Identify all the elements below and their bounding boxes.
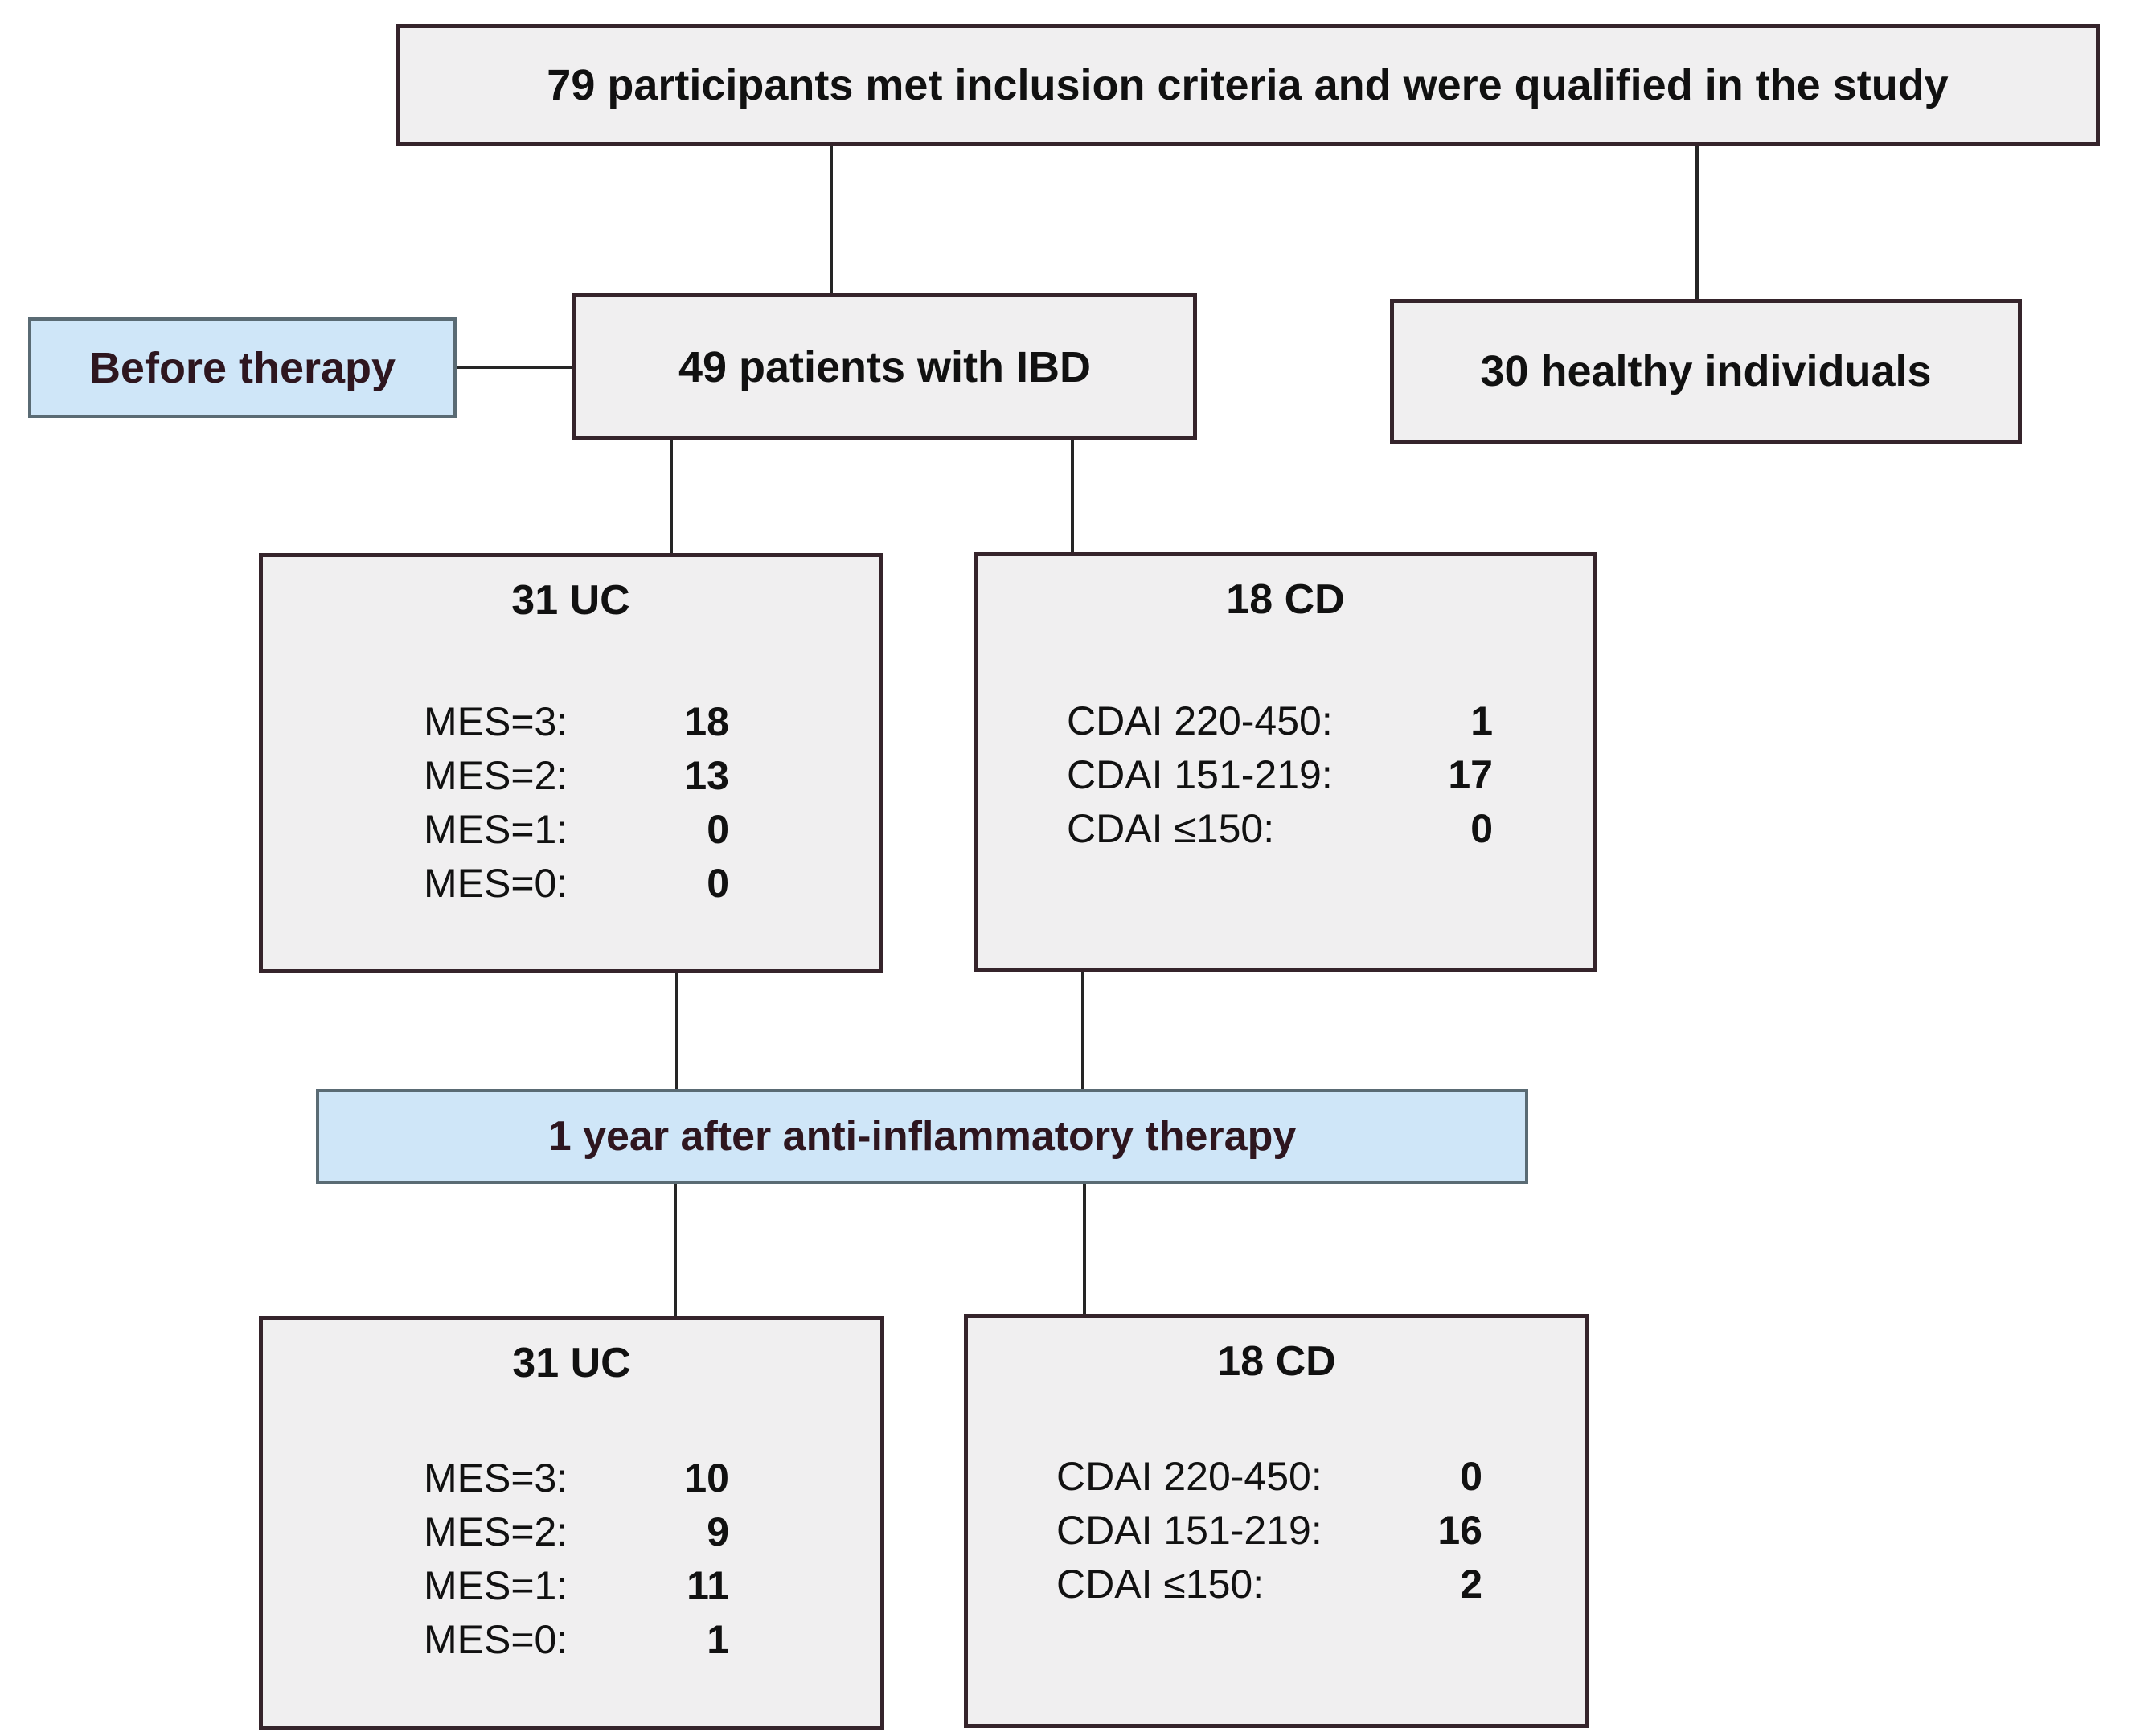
stat-label: MES=3: bbox=[424, 1456, 568, 1501]
stat-value: 16 bbox=[1437, 1508, 1482, 1553]
after-therapy-bar: 1 year after anti-inflammatory therapy bbox=[316, 1089, 1528, 1184]
cd-after-box: 18 CD CDAI 220-450: 0 CDAI 151-219: 16 C… bbox=[964, 1314, 1589, 1728]
participants-box: 79 participants met inclusion criteria a… bbox=[396, 24, 2100, 146]
stat-row: MES=3: 10 bbox=[424, 1451, 729, 1505]
cd-after-title: 18 CD bbox=[1217, 1338, 1336, 1385]
connector-top-to-ibd bbox=[830, 146, 833, 295]
uc-before-box: 31 UC MES=3: 18 MES=2: 13 MES=1: 0 MES=0… bbox=[259, 553, 883, 973]
connector-bar-to-cd-after bbox=[1083, 1182, 1086, 1316]
stat-label: CDAI 151-219: bbox=[1056, 1508, 1322, 1553]
stat-value: 9 bbox=[707, 1509, 729, 1554]
connector-before-to-ibd bbox=[455, 366, 574, 369]
stat-row: CDAI 220-450: 1 bbox=[1067, 694, 1493, 748]
stat-value: 11 bbox=[687, 1563, 729, 1608]
connector-top-to-healthy bbox=[1695, 146, 1699, 301]
ibd-box: 49 patients with IBD bbox=[572, 293, 1197, 440]
stat-row: MES=3: 18 bbox=[424, 695, 729, 749]
stat-row: MES=1: 11 bbox=[424, 1559, 729, 1613]
connector-cd-before-to-bar bbox=[1081, 959, 1084, 1091]
connector-bar-to-uc-after bbox=[674, 1182, 677, 1317]
stat-label: MES=2: bbox=[424, 753, 568, 798]
stat-value: 1 bbox=[707, 1617, 729, 1662]
stat-row: MES=2: 9 bbox=[424, 1505, 729, 1559]
stat-value: 18 bbox=[684, 699, 729, 744]
stat-value: 13 bbox=[684, 753, 729, 798]
stat-row: MES=0: 1 bbox=[424, 1613, 729, 1667]
cd-after-stats: CDAI 220-450: 0 CDAI 151-219: 16 CDAI ≤1… bbox=[1056, 1450, 1482, 1611]
participants-label: 79 participants met inclusion criteria a… bbox=[547, 61, 1949, 109]
after-therapy-label: 1 year after anti-inflammatory therapy bbox=[547, 1113, 1297, 1160]
stat-row: MES=2: 13 bbox=[424, 749, 729, 803]
stat-value: 17 bbox=[1448, 752, 1493, 797]
stat-label: MES=1: bbox=[424, 807, 568, 852]
stat-row: MES=0: 0 bbox=[424, 857, 729, 911]
stat-row: CDAI ≤150: 2 bbox=[1056, 1558, 1482, 1611]
stat-label: CDAI 220-450: bbox=[1056, 1454, 1322, 1499]
stat-value: 0 bbox=[707, 807, 729, 852]
stat-label: MES=2: bbox=[424, 1509, 568, 1554]
stat-label: MES=0: bbox=[424, 861, 568, 906]
stat-row: MES=1: 0 bbox=[424, 803, 729, 857]
cd-before-title: 18 CD bbox=[1226, 576, 1345, 623]
cd-before-stats: CDAI 220-450: 1 CDAI 151-219: 17 CDAI ≤1… bbox=[1067, 694, 1493, 856]
ibd-label: 49 patients with IBD bbox=[678, 342, 1092, 391]
stat-label: CDAI 220-450: bbox=[1067, 698, 1333, 743]
stat-row: CDAI ≤150: 0 bbox=[1067, 802, 1493, 856]
healthy-label: 30 healthy individuals bbox=[1480, 347, 1932, 395]
stat-row: CDAI 151-219: 16 bbox=[1056, 1504, 1482, 1558]
cd-before-box: 18 CD CDAI 220-450: 1 CDAI 151-219: 17 C… bbox=[974, 552, 1597, 972]
stat-value: 10 bbox=[684, 1456, 729, 1501]
stat-label: CDAI 151-219: bbox=[1067, 752, 1333, 797]
stat-value: 0 bbox=[707, 861, 729, 906]
connector-ibd-to-cd-before bbox=[1071, 439, 1074, 554]
before-therapy-label: Before therapy bbox=[88, 343, 396, 392]
stat-row: CDAI 151-219: 17 bbox=[1067, 748, 1493, 802]
stat-label: MES=1: bbox=[424, 1563, 568, 1608]
uc-after-title: 31 UC bbox=[512, 1340, 631, 1386]
before-therapy-box: Before therapy bbox=[28, 317, 457, 418]
stat-value: 2 bbox=[1460, 1562, 1482, 1607]
stat-label: MES=3: bbox=[424, 699, 568, 744]
stat-value: 0 bbox=[1460, 1454, 1482, 1499]
stat-label: CDAI ≤150: bbox=[1067, 806, 1275, 851]
stat-label: MES=0: bbox=[424, 1617, 568, 1662]
stat-value: 1 bbox=[1470, 698, 1493, 743]
stat-label: CDAI ≤150: bbox=[1056, 1562, 1265, 1607]
stat-row: CDAI 220-450: 0 bbox=[1056, 1450, 1482, 1504]
connector-uc-before-to-bar bbox=[675, 961, 678, 1091]
stat-value: 0 bbox=[1470, 806, 1493, 851]
healthy-box: 30 healthy individuals bbox=[1390, 299, 2022, 444]
connector-ibd-to-uc-before bbox=[670, 439, 673, 555]
uc-after-box: 31 UC MES=3: 10 MES=2: 9 MES=1: 11 MES=0… bbox=[259, 1316, 884, 1730]
uc-after-stats: MES=3: 10 MES=2: 9 MES=1: 11 MES=0: 1 bbox=[424, 1451, 729, 1667]
uc-before-title: 31 UC bbox=[511, 577, 630, 624]
uc-before-stats: MES=3: 18 MES=2: 13 MES=1: 0 MES=0: 0 bbox=[424, 695, 729, 911]
